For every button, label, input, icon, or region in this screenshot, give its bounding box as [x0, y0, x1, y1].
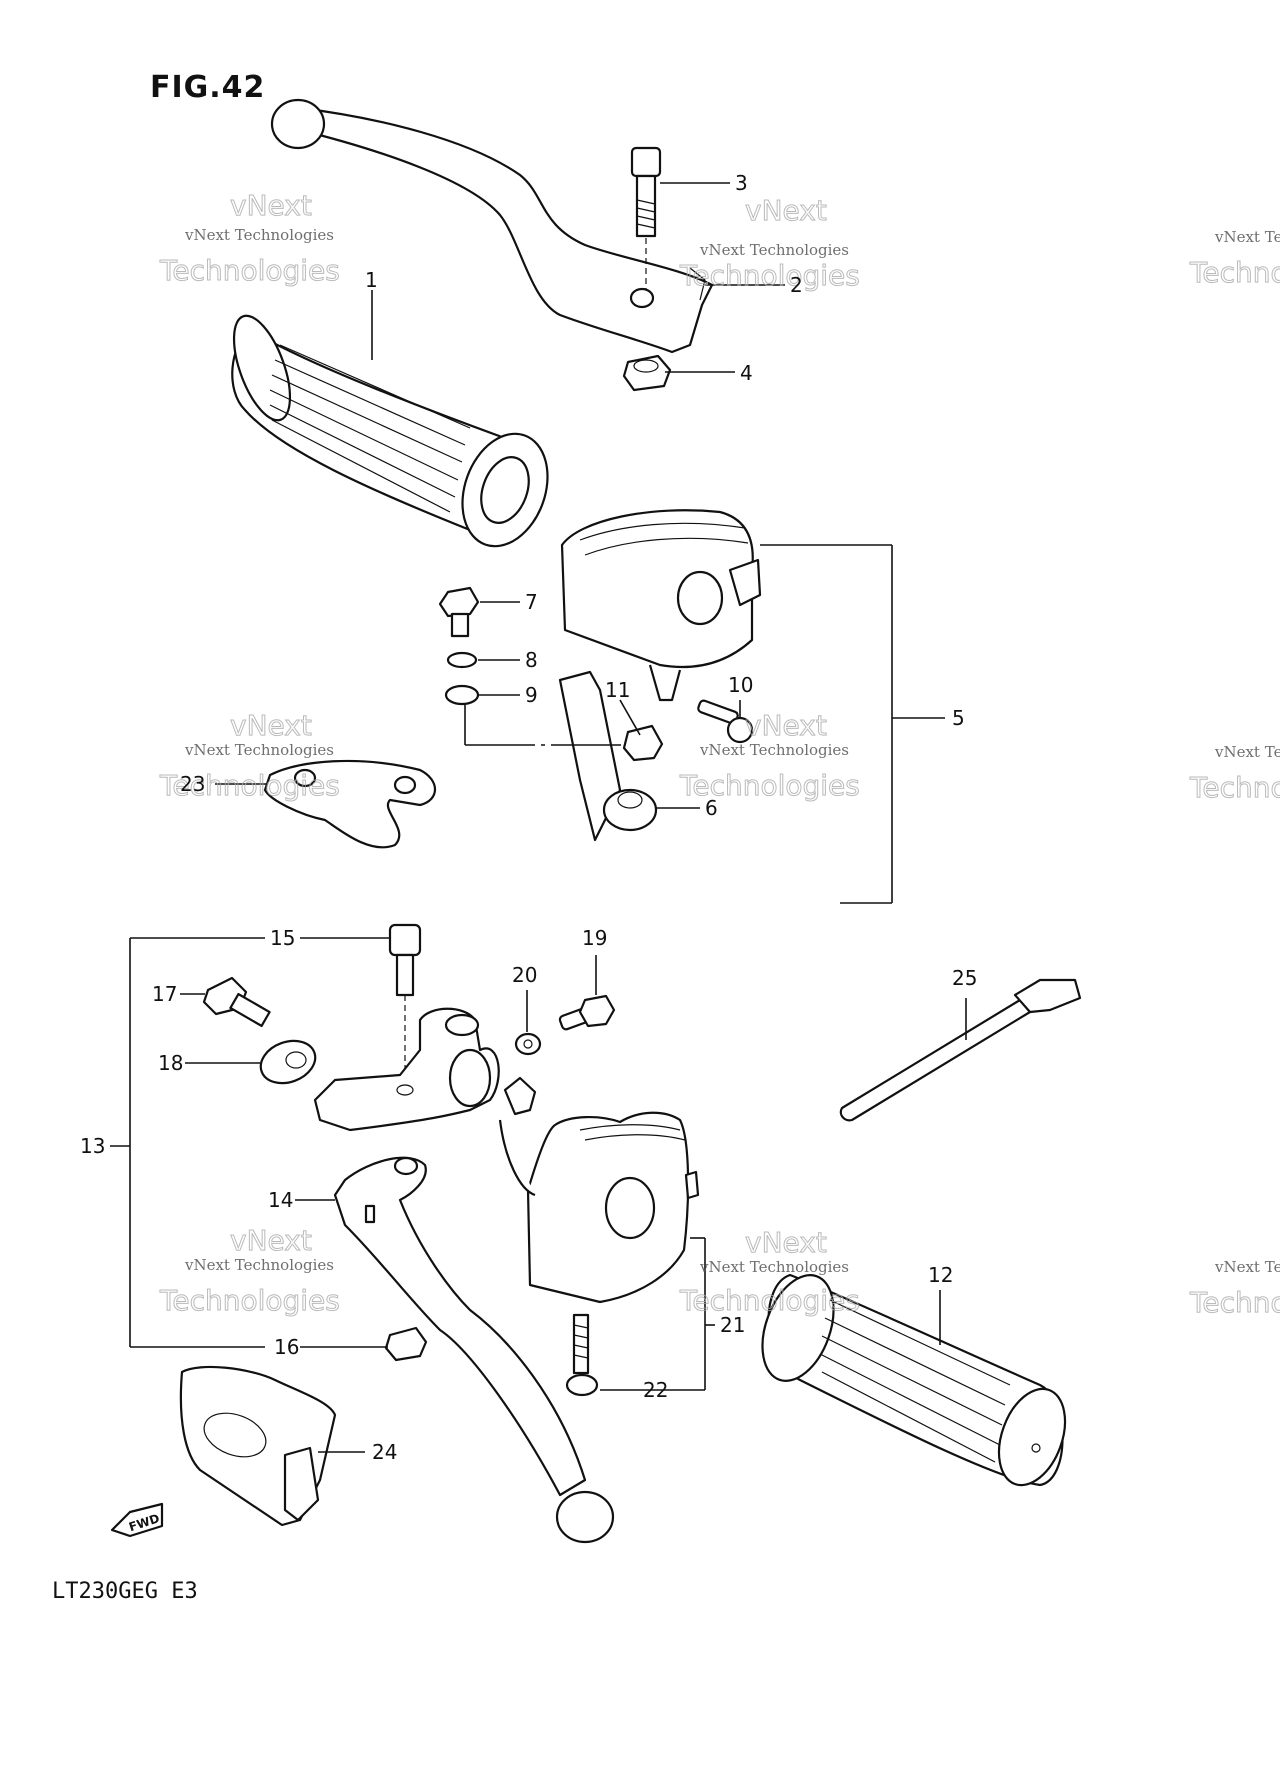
callout-3: 3: [735, 171, 748, 195]
callout-labels: 1 2 3 4 5 6 7 8 9 10 11 12 13 14 15 16 1…: [80, 171, 977, 1464]
callout-2: 2: [790, 273, 803, 297]
watermark-outline: vNext: [230, 189, 312, 222]
screw-part-22: [565, 1313, 685, 1397]
screw-part-19: [558, 955, 616, 1031]
callout-22: 22: [643, 1378, 668, 1402]
callout-19: 19: [582, 926, 607, 950]
watermark-text: vNext Technologies: [1214, 1258, 1280, 1276]
watermark-outline: Technologies: [1189, 1286, 1280, 1319]
watermark-outline: Technologies: [159, 254, 340, 287]
watermark-outline: Technologies: [159, 1284, 340, 1317]
watermark-text: vNext Technologies: [184, 226, 334, 244]
callout-25: 25: [952, 966, 977, 990]
watermark-text: vNext Technologies: [184, 741, 334, 759]
adjuster-part-18: [185, 1039, 317, 1085]
watermark-text: vNext Technologies: [1214, 228, 1280, 246]
assembly-bracket-21: [685, 1237, 715, 1391]
left-grip-part-1: [231, 314, 549, 548]
cover-part-24: [179, 1365, 365, 1527]
callout-8: 8: [525, 648, 538, 672]
watermark-outline: Technologies: [1189, 256, 1280, 289]
cable-tie-part-25: [839, 978, 1082, 1122]
callout-14: 14: [268, 1188, 293, 1212]
callout-10: 10: [728, 673, 753, 697]
nut-part-4: [622, 354, 672, 392]
clamp-part-23: [263, 759, 437, 849]
fwd-arrow: FWD: [110, 1502, 164, 1538]
watermark-outline: vNext: [230, 1224, 312, 1257]
callout-12: 12: [928, 1263, 953, 1287]
washer-part-20: [514, 990, 542, 1056]
screw-part-7: [438, 586, 480, 638]
nut-part-16: [300, 1326, 428, 1362]
callout-11: 11: [605, 678, 630, 702]
watermark-text: vNext Technologies: [699, 241, 849, 259]
watermark-outline: Technologies: [679, 259, 860, 292]
right-switch-housing: [498, 1076, 700, 1304]
callout-9: 9: [525, 683, 538, 707]
washer-part-8: [446, 651, 478, 669]
callout-13: 13: [80, 1134, 105, 1158]
lever-ball-end: [270, 98, 326, 150]
watermarks: vNext Technologies Technologies vNext vN…: [159, 189, 1280, 1320]
watermark-outline: vNext: [230, 709, 312, 742]
callout-18: 18: [158, 1051, 183, 1075]
watermark-outline: vNext: [745, 709, 827, 742]
watermark-outline: vNext: [745, 1226, 827, 1259]
watermark-text: vNext Technologies: [699, 741, 849, 759]
watermark-outline: Technologies: [1189, 771, 1280, 804]
clutch-lever-part-14: [295, 1156, 615, 1544]
washer-part-9: [444, 684, 480, 706]
upper-lever-part-2: [270, 98, 714, 354]
callout-15: 15: [270, 926, 295, 950]
nut-part-11: [622, 724, 664, 762]
callout-1: 1: [365, 268, 378, 292]
figure-title: FIG.42: [150, 70, 265, 105]
callout-7: 7: [525, 590, 538, 614]
watermark-outline: Technologies: [679, 1284, 860, 1317]
watermark-text: vNext Technologies: [699, 1258, 849, 1276]
callout-4: 4: [740, 361, 753, 385]
pivot-bolt-part-15: [300, 923, 422, 1095]
callout-6: 6: [705, 796, 718, 820]
right-grip-part-12: [761, 1273, 1067, 1487]
model-code: LT230GEG E3: [52, 1579, 198, 1604]
watermark-text: vNext Technologies: [184, 1256, 334, 1274]
switch-lever-part-6: [558, 670, 658, 842]
pivot-bolt-part-3: [630, 146, 662, 290]
leader-lines-top: [215, 182, 785, 809]
watermark-outline: Technologies: [159, 769, 340, 802]
assembly-bracket-5: [760, 544, 945, 904]
callout-20: 20: [512, 963, 537, 987]
callout-16: 16: [274, 1335, 299, 1359]
pivot-hole: [629, 287, 655, 309]
left-switch-housing: [560, 509, 762, 702]
screw-part-10: [697, 699, 754, 744]
callout-24: 24: [372, 1440, 397, 1464]
callout-5: 5: [952, 706, 965, 730]
watermark-text: vNext Technologies: [1214, 743, 1280, 761]
lever-holder: [313, 1007, 500, 1132]
watermark-outline: Technologies: [679, 769, 860, 802]
watermark-outline: vNext: [745, 194, 827, 227]
callout-23: 23: [180, 772, 205, 796]
assembly-bracket-13: [110, 937, 265, 1348]
callout-17: 17: [152, 982, 177, 1006]
bolt-part-17: [180, 976, 271, 1028]
callout-21: 21: [720, 1313, 745, 1337]
